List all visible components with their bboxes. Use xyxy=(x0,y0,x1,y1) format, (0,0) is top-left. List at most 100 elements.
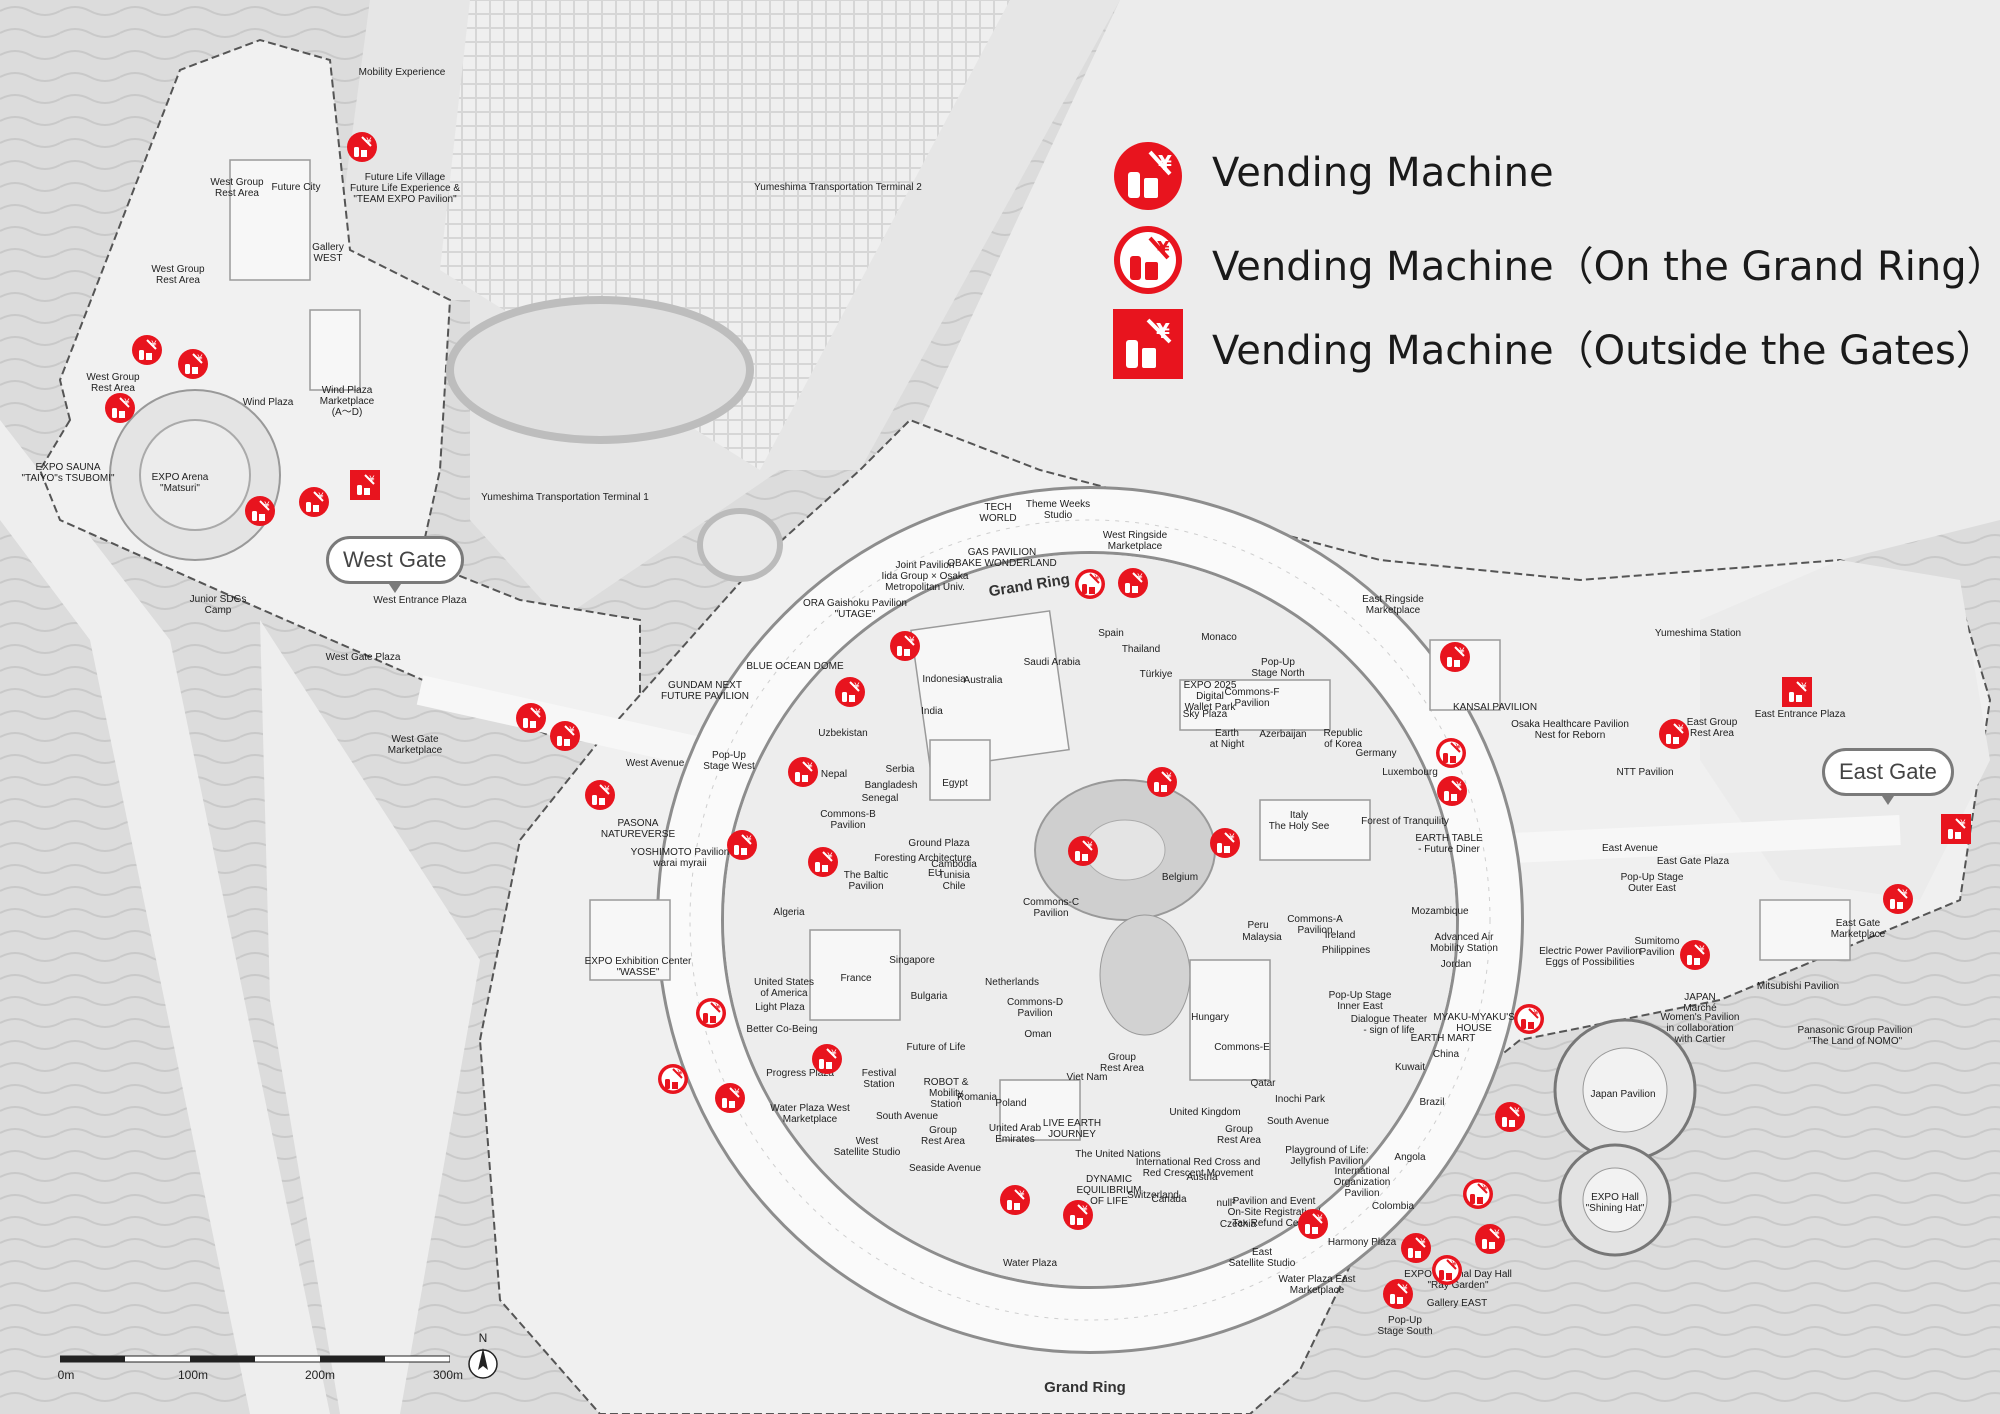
place-label: Harmony Plaza xyxy=(1328,1237,1397,1248)
vending-machine-icon[interactable]: ¥ xyxy=(715,1083,745,1113)
vending-machine-outside-gates-icon[interactable]: ¥ xyxy=(1782,677,1812,707)
vending-machine-grand-ring-icon[interactable]: ¥ xyxy=(1514,1004,1544,1034)
vending-machine-icon[interactable]: ¥ xyxy=(890,631,920,661)
place-label: Nepal xyxy=(821,769,847,780)
vending-machine-icon[interactable]: ¥ xyxy=(105,393,135,423)
place-label: Malaysia xyxy=(1242,932,1282,943)
vending-machine-icon[interactable]: ¥ xyxy=(808,847,838,877)
place-label: Singapore xyxy=(889,955,935,966)
vending-machine-icon[interactable]: ¥ xyxy=(1495,1102,1525,1132)
place-label: Kuwait xyxy=(1395,1062,1425,1073)
place-label: Bulgaria xyxy=(911,991,948,1002)
place-label: South Avenue xyxy=(876,1111,939,1122)
vending-machine-icon[interactable]: ¥ xyxy=(727,830,757,860)
vending-machine-icon[interactable]: ¥ xyxy=(1440,642,1470,672)
vending-machine-icon[interactable]: ¥ xyxy=(245,496,275,526)
vending-machine-icon[interactable]: ¥ xyxy=(550,721,580,751)
place-label: Azerbaijan xyxy=(1259,729,1306,740)
land-west-strip xyxy=(0,420,330,1414)
vending-markers: ¥¥¥¥¥¥¥¥¥¥¥¥¥¥¥¥¥¥¥¥¥¥¥¥¥¥¥¥¥¥¥¥¥¥¥¥¥¥¥¥… xyxy=(105,132,1971,1309)
svg-text:¥: ¥ xyxy=(1229,833,1235,843)
place-label: Better Co-Being xyxy=(746,1024,817,1035)
place-label: India xyxy=(921,706,943,717)
place-label: France xyxy=(840,973,872,984)
vending-machine-icon[interactable]: ¥ xyxy=(835,677,865,707)
vending-machine-icon[interactable]: ¥ xyxy=(1475,1224,1505,1254)
svg-text:¥: ¥ xyxy=(1494,1229,1500,1239)
terminal-loop xyxy=(446,296,754,444)
vending-machine-icon[interactable]: ¥ xyxy=(585,780,615,810)
vending-machine-grand-ring-icon[interactable]: ¥ xyxy=(1432,1255,1462,1285)
grand-ring-label-bottom: Grand Ring xyxy=(1044,1379,1126,1396)
svg-text:¥: ¥ xyxy=(151,340,157,350)
svg-text:¥: ¥ xyxy=(1514,1107,1520,1117)
vending-machine-icon[interactable]: ¥ xyxy=(1298,1209,1328,1239)
vending-machine-icon[interactable]: ¥ xyxy=(516,703,546,733)
vending-machine-icon[interactable]: ¥ xyxy=(1659,719,1689,749)
place-label: BLUE OCEAN DOME xyxy=(746,661,844,672)
svg-text:¥: ¥ xyxy=(366,137,372,147)
better-co-being-grove xyxy=(1099,914,1191,1036)
vending-machine-icon[interactable]: ¥ xyxy=(1437,776,1467,806)
vending-machine-icon[interactable]: ¥ xyxy=(1000,1185,1030,1215)
place-label: Ground Plaza xyxy=(908,838,970,849)
vending-machine-icon[interactable]: ¥ xyxy=(132,335,162,365)
place-label: EXPO Exhibition Center"WASSE" xyxy=(585,956,692,978)
vending-machine-icon[interactable]: ¥ xyxy=(1210,828,1240,858)
vending-machine-icon[interactable]: ¥ xyxy=(347,132,377,162)
vending-machine-icon[interactable]: ¥ xyxy=(1118,568,1148,598)
vending-machine-icon[interactable]: ¥ xyxy=(1401,1233,1431,1263)
vending-machine-icon[interactable]: ¥ xyxy=(1063,1200,1093,1230)
vending-machine-icon[interactable]: ¥ xyxy=(1383,1279,1413,1309)
svg-text:¥: ¥ xyxy=(854,682,860,692)
vending-machine-icon[interactable]: ¥ xyxy=(788,757,818,787)
place-label: Ireland xyxy=(1325,930,1356,941)
svg-text:¥: ¥ xyxy=(1533,1009,1539,1019)
place-label: Australia xyxy=(964,675,1003,686)
scale-label: 100m xyxy=(177,1368,209,1382)
compass-label: N xyxy=(479,1331,488,1345)
place-label: Viet Nam xyxy=(1067,1072,1108,1083)
place-label: Peru xyxy=(1247,920,1268,931)
vending-machine-icon[interactable]: ¥ xyxy=(812,1044,842,1074)
vending-machine-grand-ring-icon[interactable]: ¥ xyxy=(1463,1179,1493,1209)
vending-machine-icon[interactable]: ¥ xyxy=(1883,884,1913,914)
vending-machine-outside-gates-icon[interactable]: ¥ xyxy=(350,470,380,500)
place-label: Philippines xyxy=(1322,945,1370,956)
place-label: Serbia xyxy=(886,764,915,775)
place-label: Monaco xyxy=(1201,632,1237,643)
place-label: Germany xyxy=(1355,748,1396,759)
west-gate-label: West Gate xyxy=(326,536,464,593)
vending-machine-icon[interactable]: ¥ xyxy=(299,487,329,517)
vending-machine-grand-ring-icon[interactable]: ¥ xyxy=(696,998,726,1028)
vending-machine-grand-ring-icon[interactable]: ¥ xyxy=(658,1064,688,1094)
scale-label: 300m xyxy=(432,1368,464,1382)
vending-machine-icon[interactable]: ¥ xyxy=(1147,767,1177,797)
place-label: Playground of Life:Jellyfish Pavilion xyxy=(1285,1145,1368,1167)
svg-text:¥: ¥ xyxy=(1137,573,1143,583)
vending-machine-icon[interactable]: ¥ xyxy=(178,349,208,379)
svg-text:¥: ¥ xyxy=(1094,574,1100,584)
vending-machine-icon[interactable]: ¥ xyxy=(1680,940,1710,970)
svg-text:¥: ¥ xyxy=(1482,1184,1488,1194)
vending-machine-outside-gates-icon[interactable]: ¥ xyxy=(1941,814,1971,844)
vending-machine-grand-ring-icon[interactable]: ¥ xyxy=(1075,569,1105,599)
svg-text:¥: ¥ xyxy=(1451,1260,1457,1270)
north-arrow-icon: N xyxy=(468,1331,498,1379)
vending-machine-grand-ring-icon[interactable]: ¥ xyxy=(1436,738,1466,768)
vending-machine-icon[interactable]: ¥ xyxy=(1068,836,1098,866)
